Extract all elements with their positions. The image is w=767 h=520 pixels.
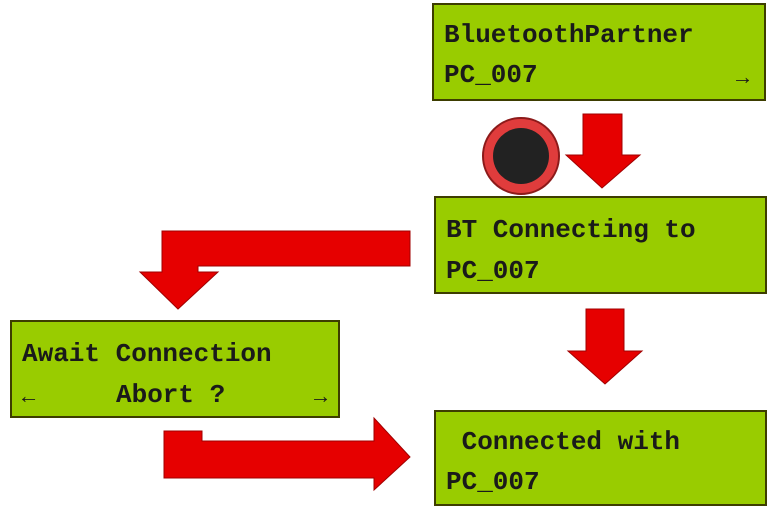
right-arrow-icon: [163, 416, 411, 492]
lcd-line-1: BluetoothPartner: [444, 20, 694, 50]
lcd-line-2: PC_007: [444, 60, 538, 90]
bent-arrow-icon: [138, 230, 411, 310]
flow-arrows: [138, 113, 644, 492]
lcd-line-1: BT Connecting to: [446, 215, 696, 245]
lcd-bluetooth-partner: BluetoothPartner PC_007 →: [432, 3, 766, 101]
lcd-await-connection: Await Connection ← Abort ? →: [10, 320, 340, 418]
lcd-line-2: PC_007: [446, 467, 540, 497]
left-arrow-icon: ←: [22, 385, 36, 410]
lcd-line-2: PC_007: [446, 256, 540, 286]
down-arrow-icon: [566, 308, 644, 385]
abort-prompt: Abort ?: [116, 380, 226, 410]
lcd-connected-with: Connected with PC_007: [434, 410, 767, 506]
right-arrow-icon: →: [736, 66, 750, 91]
lcd-line-1: Await Connection: [22, 339, 272, 369]
lcd-bt-connecting: BT Connecting to PC_007: [434, 196, 767, 294]
down-arrow-icon: [564, 113, 642, 189]
record-button-icon[interactable]: [482, 117, 560, 195]
right-arrow-icon: →: [314, 385, 328, 410]
lcd-line-1: Connected with: [446, 427, 681, 457]
